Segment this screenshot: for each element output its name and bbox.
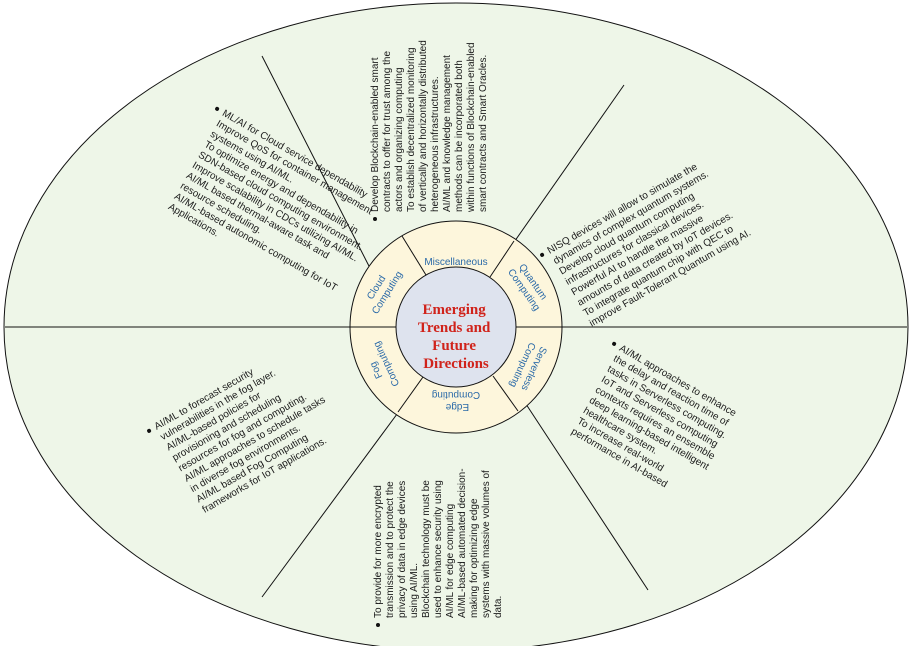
sector-text: Develop Blockchain-enabled smart contrac… — [370, 37, 489, 213]
bullet-dot — [147, 428, 152, 433]
center-title-line: Future — [432, 338, 476, 354]
sector-line: data. — [493, 596, 504, 618]
sector-line: actors and organizing computing — [394, 67, 405, 212]
sector-line: Blockchain technology must be — [421, 480, 432, 618]
sector-line: To establish decentralized monitoring — [406, 47, 417, 212]
sector-line: AI/ML for edge computing — [445, 504, 456, 618]
segment-label-miscellaneous: Miscellaneous — [424, 257, 487, 268]
center-title-line: Emerging — [422, 302, 486, 318]
sector-line: Develop Blockchain-enabled smart — [370, 57, 381, 212]
bullet-dot — [376, 623, 380, 627]
svg-text:Edge Computing: Edge Computing — [432, 389, 480, 412]
sector-line: To provide for more encrypted — [373, 485, 384, 618]
sector-line: systems with massive volumes of — [481, 470, 492, 618]
bullet-dot — [540, 252, 545, 257]
center-title-line: Trends and — [418, 320, 491, 336]
core-circle — [395, 266, 517, 388]
sector-line: using AI/ML. — [409, 563, 420, 618]
sector-line: privacy of data in edge devices — [397, 481, 408, 618]
center-title: Emerging Trends and Future Directions — [418, 302, 494, 372]
sector-edge: To provide for more encrypted transmissi… — [373, 466, 504, 627]
sector-line: of vertically and horizontally distribut… — [418, 40, 429, 212]
sector-text: To provide for more encrypted transmissi… — [373, 466, 504, 618]
sector-line: used to enhance security using — [433, 480, 444, 618]
bullet-dot — [373, 217, 377, 221]
sector-line: heterogeneous infrastructures. — [430, 76, 441, 212]
sector-line: methods can be incorporated both — [454, 60, 465, 212]
sector-miscellaneous: Develop Blockchain-enabled smart contrac… — [370, 37, 489, 221]
sector-line: AI/ML-based automated decision- — [457, 468, 468, 618]
sector-line: smart contracts and Smart Oracles. — [478, 55, 489, 212]
sector-line: contracts to offer for trust among the — [382, 51, 393, 212]
segment-label-line: Computing — [432, 389, 480, 400]
sector-line: making for optimizing edge — [469, 498, 480, 618]
bullet-dot — [215, 106, 220, 111]
center-title-line: Directions — [423, 356, 489, 372]
sector-dividers — [5, 55, 907, 598]
segment-label-edge: Edge Computing — [432, 389, 480, 412]
ring-dividers — [350, 235, 562, 413]
sector-line: transmission and to protect the — [385, 481, 396, 618]
sector-line: AI/ML and knowledge management — [442, 55, 453, 212]
sector-line: within functions of Blockchain-enabled — [466, 42, 477, 213]
segment-label-line: Edge — [445, 401, 469, 412]
bullet-dot — [612, 341, 617, 346]
